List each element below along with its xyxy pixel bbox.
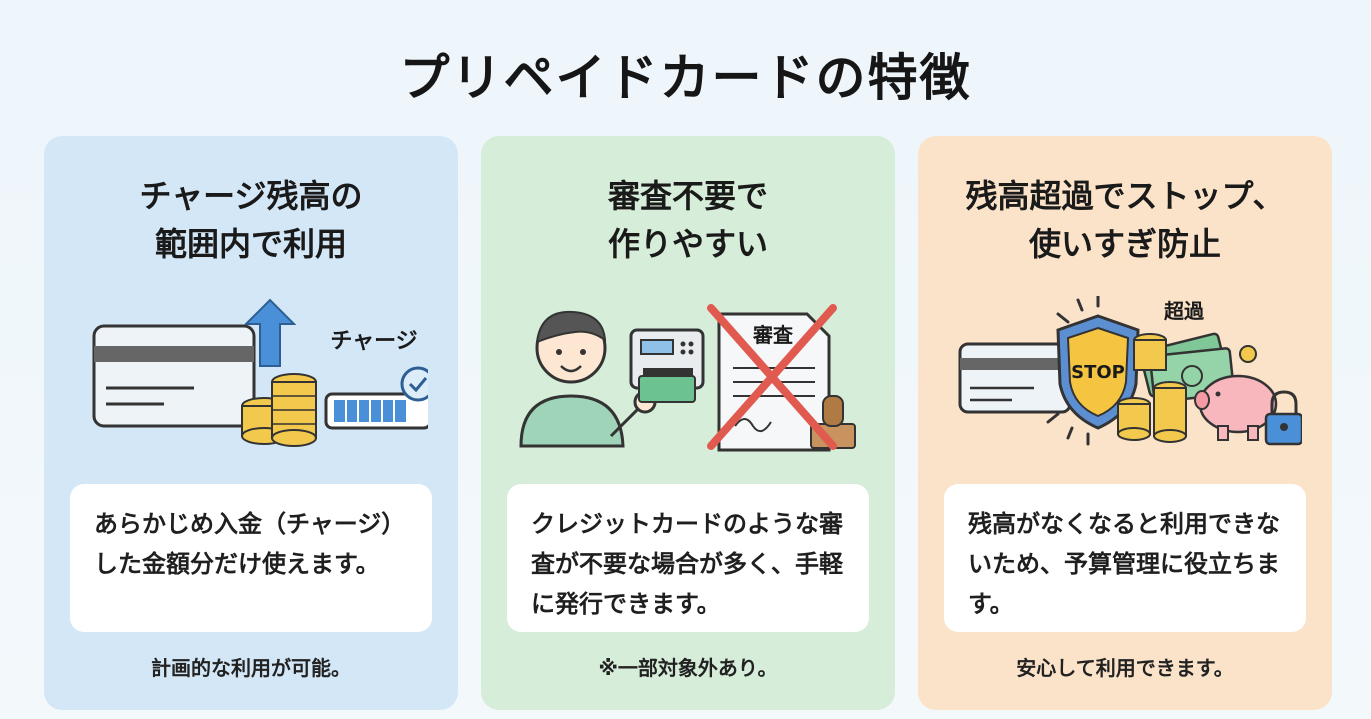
card-footnote: 安心して利用できます。 [1016, 656, 1234, 680]
card-description: 残高がなくなると利用できないため、予算管理に役立ちます。 [944, 484, 1306, 632]
card-description: あらかじめ入金（チャージ）した金額分だけ使えます。 [70, 484, 432, 632]
page-title: プリペイドカードの特徴 [399, 49, 972, 107]
card-heading-line2: 使いすぎ防止 [1028, 225, 1221, 263]
card-heading: 審査不要で 作りやすい [491, 172, 885, 268]
cross-mark-icon [707, 304, 837, 450]
burst-lines-icon [1046, 296, 1100, 446]
card-description: クレジットカードのような審査が不要な場合が多く、手軽に発行できます。 [507, 484, 869, 632]
screening-label: 審査 [752, 323, 793, 347]
overspend-label: 超過 [1163, 299, 1205, 323]
check-icon [400, 366, 428, 402]
card-heading-line1: チャージ残高の [139, 177, 363, 215]
card-heading-line1: 残高超過でストップ、 [965, 177, 1285, 215]
card-heading: 残高超過でストップ、 使いすぎ防止 [928, 172, 1322, 268]
arrow-up-icon [243, 298, 297, 367]
card-heading-line2: 範囲内で利用 [154, 225, 347, 263]
no-screening-illustration: 審査 [519, 304, 856, 452]
coins-icon [241, 373, 317, 447]
feature-card-no-screening: 審査不要で 作りやすい 審査 [481, 136, 895, 710]
feature-card-overspend-stop: 残高超過でストップ、 使いすぎ防止 STOP 超過 [918, 136, 1332, 710]
card-footnote: ※一部対象外あり。 [598, 656, 778, 680]
shield-icon: STOP [1056, 314, 1140, 430]
card-footnote: 計画的な利用が可能。 [151, 656, 351, 680]
shield-stop-label: STOP [1071, 362, 1125, 383]
card-terminal-icon [629, 328, 705, 403]
coins-icon [1117, 333, 1187, 443]
credit-card-icon [92, 324, 256, 428]
battery-icon [324, 392, 428, 430]
padlock-icon [1264, 390, 1302, 446]
overspend-illustration: STOP 超過 [958, 296, 1302, 446]
card-heading: チャージ残高の 範囲内で利用 [54, 172, 448, 268]
card-heading-line1: 審査不要で [607, 177, 768, 215]
charge-label: チャージ [330, 329, 417, 354]
card-heading-line2: 作りやすい [607, 225, 768, 263]
credit-card-icon [958, 342, 1072, 414]
feature-card-charge: チャージ残高の 範囲内で利用 チャージ [44, 136, 458, 710]
charge-illustration: チャージ [92, 298, 428, 447]
piggy-bank-icon [1194, 345, 1278, 441]
